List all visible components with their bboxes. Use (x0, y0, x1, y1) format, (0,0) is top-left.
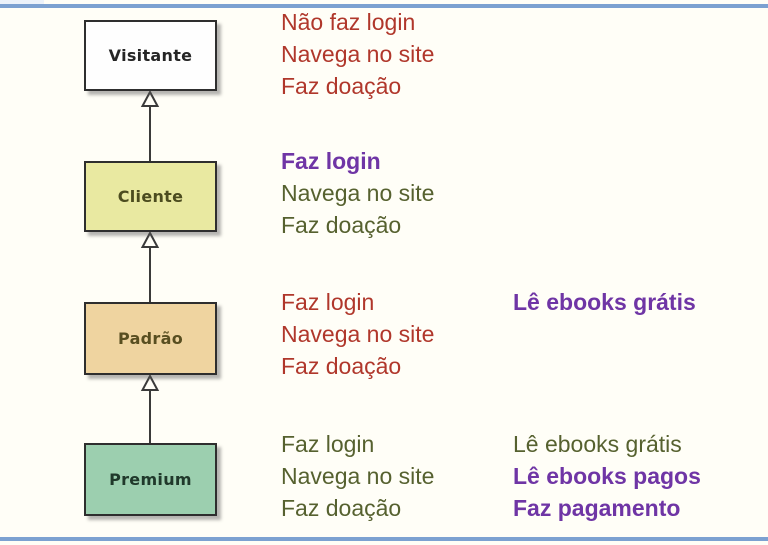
generalization-arrow-padrao-cliente (140, 230, 160, 302)
note-line: Navega no site (281, 463, 435, 489)
note-line: Não faz login (281, 9, 416, 35)
note-line: Navega no site (281, 180, 435, 206)
generalization-arrow-cliente-visitante (140, 89, 160, 161)
notes-cliente: Faz login Navega no site Faz doação (281, 145, 434, 241)
note-line: Faz login (281, 431, 375, 457)
notes-padrao-right: Lê ebooks grátis (513, 286, 696, 318)
note-line: Faz doação (281, 495, 402, 521)
note-line: Faz pagamento (513, 495, 681, 521)
class-label-premium: Premium (109, 470, 192, 489)
note-line: Faz doação (281, 73, 402, 99)
note-line: Faz doação (281, 212, 402, 238)
notes-padrao: Faz login Navega no site Faz doação (281, 286, 434, 382)
note-line: Faz login (281, 289, 375, 315)
note-line: Navega no site (281, 41, 435, 67)
class-box-visitante: Visitante (84, 20, 217, 91)
top-left-corner-strip (0, 0, 44, 5)
top-divider-line (0, 4, 768, 8)
note-line: Faz doação (281, 353, 402, 379)
notes-premium: Faz login Navega no site Faz doação (281, 428, 434, 524)
generalization-arrow-premium-padrao (140, 373, 160, 443)
note-line: Faz login (281, 148, 381, 174)
class-box-premium: Premium (84, 443, 217, 516)
class-box-padrao: Padrão (84, 302, 217, 375)
note-line: Lê ebooks pagos (513, 463, 701, 489)
notes-visitante: Não faz login Navega no site Faz doação (281, 6, 434, 102)
class-label-visitante: Visitante (108, 46, 193, 65)
notes-premium-right: Lê ebooks grátis Lê ebooks pagos Faz pag… (513, 428, 701, 524)
bottom-divider-line (0, 537, 768, 541)
class-box-cliente: Cliente (84, 161, 217, 232)
class-label-padrao: Padrão (117, 329, 184, 348)
class-label-cliente: Cliente (117, 187, 184, 206)
note-line: Lê ebooks grátis (513, 431, 682, 457)
note-line: Lê ebooks grátis (513, 289, 696, 315)
note-line: Navega no site (281, 321, 435, 347)
